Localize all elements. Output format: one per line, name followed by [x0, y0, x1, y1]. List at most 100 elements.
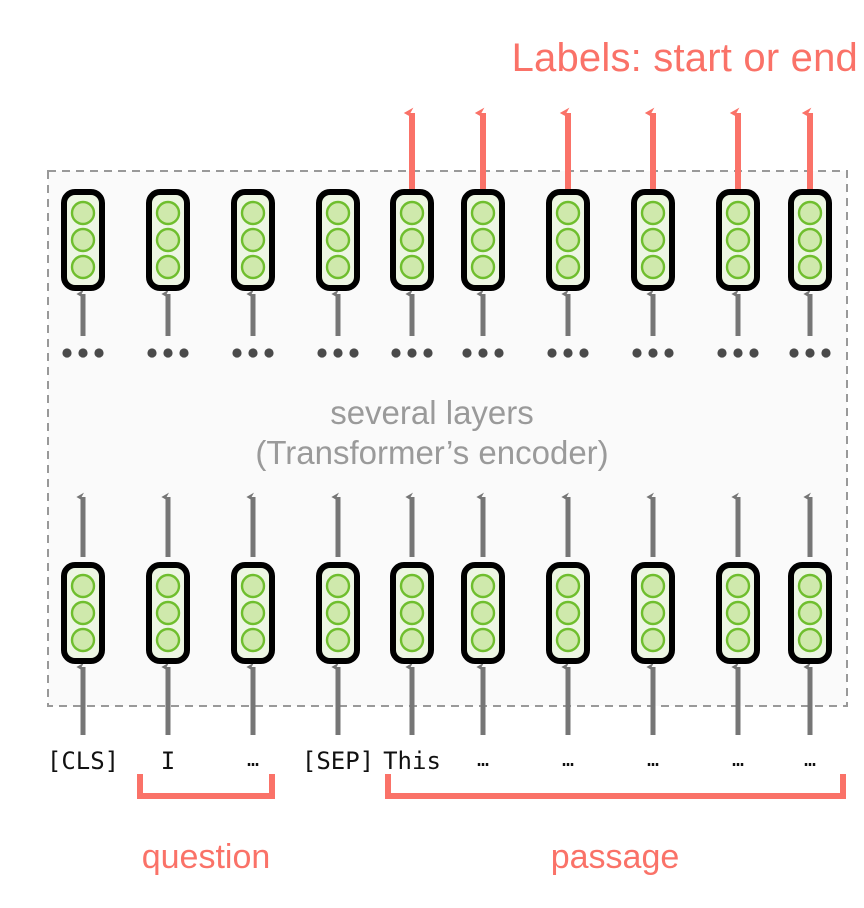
neuron-circle: [725, 600, 751, 626]
bottom-cell-9: [788, 562, 832, 664]
neuron-circle: [555, 200, 581, 226]
token-label-2: …: [246, 747, 260, 771]
ellipsis-dot: [179, 348, 189, 358]
bottom-cell-8: [716, 562, 760, 664]
neuron-circle: [470, 254, 496, 280]
neuron-circle: [70, 573, 96, 599]
ellipsis-dot: [423, 348, 433, 358]
neuron-circle: [470, 227, 496, 253]
top-cell-5: [461, 189, 505, 291]
neuron-circle: [725, 200, 751, 226]
neuron-circle: [240, 200, 266, 226]
ellipsis-dot: [333, 348, 343, 358]
neuron-circle: [640, 254, 666, 280]
ellipsis-dot: [232, 348, 242, 358]
token-label-4: This: [383, 747, 441, 775]
top-cell-8: [716, 189, 760, 291]
ellipsis-dot: [78, 348, 88, 358]
neuron-circle: [240, 600, 266, 626]
neuron-circle: [70, 200, 96, 226]
neuron-circle: [640, 573, 666, 599]
neuron-circle: [399, 627, 425, 653]
bottom-cell-3: [316, 562, 360, 664]
token-label-5: …: [476, 747, 490, 771]
ellipsis-dot: [163, 348, 173, 358]
top-cell-0: [61, 189, 105, 291]
neuron-circle: [240, 573, 266, 599]
bottom-cell-0: [61, 562, 105, 664]
neuron-circle: [70, 254, 96, 280]
neuron-circle: [325, 573, 351, 599]
neuron-circle: [797, 573, 823, 599]
encoder-caption-line-1: several layers: [330, 394, 534, 431]
encoder-lower-arrows: [76, 492, 813, 557]
token-label-6: …: [561, 747, 575, 771]
ellipsis-dot: [391, 348, 401, 358]
token-label-9: …: [803, 747, 817, 771]
neuron-circle: [325, 254, 351, 280]
neuron-circle: [555, 627, 581, 653]
neuron-circle: [399, 227, 425, 253]
page-title: Labels: start or end: [511, 36, 858, 80]
neuron-circle: [240, 627, 266, 653]
top-cell-4: [390, 189, 434, 291]
neuron-circle: [70, 600, 96, 626]
neuron-circle: [725, 254, 751, 280]
neuron-circle: [155, 600, 181, 626]
neuron-circle: [640, 600, 666, 626]
ellipsis-dot: [248, 348, 258, 358]
ellipsis-dot: [805, 348, 815, 358]
top-cell-9: [788, 189, 832, 291]
span-label-question: question: [141, 838, 271, 876]
neuron-circle: [155, 627, 181, 653]
ellipsis-dot: [94, 348, 104, 358]
neuron-circle: [640, 227, 666, 253]
encoder-caption-line-2: (Transformer’s encoder): [255, 434, 609, 471]
token-input-arrows: [76, 662, 813, 735]
neuron-circle: [399, 254, 425, 280]
top-cell-3: [316, 189, 360, 291]
neuron-circle: [325, 600, 351, 626]
top-cell-2: [231, 189, 275, 291]
ellipsis-dot: [264, 348, 274, 358]
neuron-circle: [470, 627, 496, 653]
ellipsis-dot: [733, 348, 743, 358]
neuron-circle: [797, 254, 823, 280]
ellipsis-dot: [563, 348, 573, 358]
ellipsis-dot: [349, 348, 359, 358]
ellipsis-dot: [478, 348, 488, 358]
neuron-circle: [797, 600, 823, 626]
neuron-circle: [797, 627, 823, 653]
neuron-circle: [797, 200, 823, 226]
bottom-cell-2: [231, 562, 275, 664]
bottom-cell-5: [461, 562, 505, 664]
label-output-arrows: [403, 107, 813, 190]
neuron-circle: [555, 227, 581, 253]
token-label-7: …: [646, 747, 660, 771]
top-cell-1: [146, 189, 190, 291]
neuron-circle: [155, 254, 181, 280]
span-label-passage: passage: [550, 838, 680, 876]
neuron-circle: [640, 627, 666, 653]
neuron-circle: [155, 227, 181, 253]
top-cell-6: [546, 189, 590, 291]
bottom-cell-6: [546, 562, 590, 664]
neuron-circle: [555, 573, 581, 599]
top-cell-7: [631, 189, 675, 291]
bottom-cell-1: [146, 562, 190, 664]
bottom-embedding-cells: [61, 562, 832, 664]
token-label-3: [SEP]: [301, 747, 375, 775]
ellipsis-dot: [407, 348, 417, 358]
neuron-circle: [470, 600, 496, 626]
neuron-circle: [555, 600, 581, 626]
span-brackets: [137, 774, 846, 799]
top-representation-cells: [61, 189, 832, 291]
token-label-8: …: [731, 747, 745, 771]
neuron-circle: [640, 200, 666, 226]
ellipsis-dot: [579, 348, 589, 358]
neuron-circle: [325, 227, 351, 253]
bottom-cell-4: [390, 562, 434, 664]
ellipsis-dot: [632, 348, 642, 358]
neuron-circle: [155, 200, 181, 226]
